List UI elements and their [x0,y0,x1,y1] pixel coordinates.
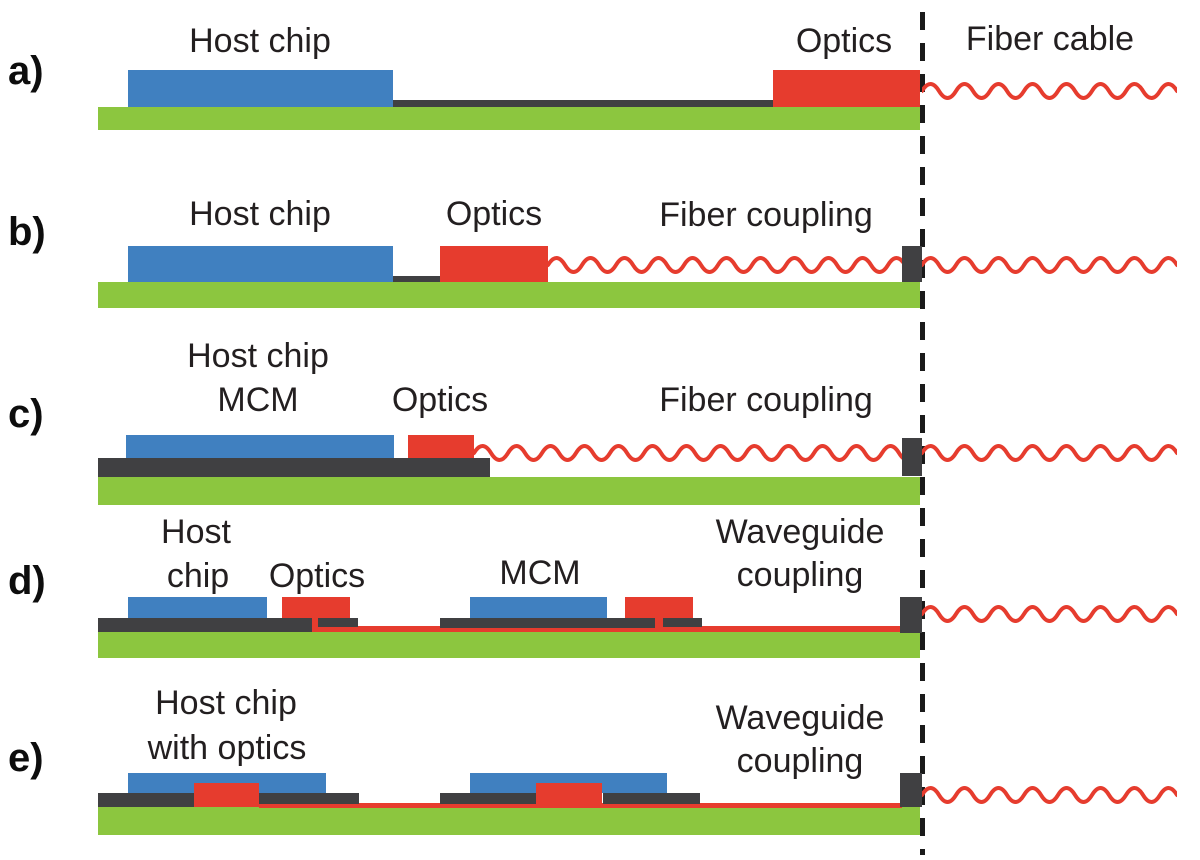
optics-rect-b [440,246,548,282]
fiber-connector-b [902,246,922,282]
row-letter-d: d) [8,559,46,603]
optics-rect-c [408,435,474,458]
board-e [98,807,920,835]
board-d [98,632,920,658]
fiber-cable-wave-e [922,786,1177,804]
row-letter-e: e) [8,736,44,780]
substrate-right1-e [440,793,536,804]
label-host-chip-e: Host chip [155,684,297,722]
label-coupling-d: coupling [736,556,864,594]
label-optics-d: Optics [268,557,366,595]
embedded-optics-rect2-e [536,783,602,807]
optics-rect2-d [625,597,693,618]
label-waveguide-e: Waveguide [715,699,885,737]
host-chip-rect-c [126,435,394,458]
waveguide-connector-e [900,773,922,807]
label-host-d: Host [161,513,231,551]
row-letter-b: b) [8,210,46,254]
label-coupling-e: coupling [736,742,864,780]
label-with-optics-e: with optics [147,729,307,767]
host-chip-rect-d [128,597,267,618]
label-optics-a: Optics [795,22,893,60]
substrate-left-d [98,618,312,632]
mcm-substrate-c [98,458,490,477]
label-fiber-coupling-c: Fiber coupling [659,381,873,419]
embedded-optics-rect1-e [194,783,259,807]
host-chip-rect-b [128,246,393,282]
mcm-substrate-d [440,618,655,628]
label-optics-b: Optics [445,195,543,233]
dashed-boundary-line [920,12,925,855]
label-host-chip-c: Host chip [187,337,329,375]
interconnect-strip-a [365,100,818,107]
substrate-stub2-d [663,618,702,627]
label-fiber-coupling-b: Fiber coupling [659,196,873,234]
fiber-cable-wave-c [922,444,1177,462]
label-fiber-cable-a: Fiber cable [965,20,1135,58]
board-b [98,282,920,308]
label-mcm-d: MCM [499,554,581,592]
waveguide-leg1-d [312,618,318,627]
waveguide-line-d [312,626,902,632]
optics-rect-a [773,70,920,107]
waveguide-leg2-d [655,618,663,627]
label-host-chip-b: Host chip [189,195,331,233]
interconnect-strip-b [365,276,470,282]
substrate-right2-e [603,793,700,804]
fiber-cable-wave-b [922,256,1177,274]
board-c [98,477,920,505]
host-chip-rect-a [128,70,393,107]
label-host-chip-a: Host chip [189,22,331,60]
mcm-chip-rect-d [470,597,607,618]
label-mcm-c: MCM [217,381,299,419]
fiber-cable-wave-a [922,82,1177,100]
fiber-connector-c [902,438,922,476]
label-chip-d: chip [166,557,230,595]
substrate-left2-e [259,793,359,804]
row-letter-c: c) [8,392,44,436]
fiber-cable-wave-d [922,605,1177,623]
label-waveguide-d: Waveguide [715,513,885,551]
board-a [98,107,920,130]
fiber-coupling-wave-c [474,444,916,462]
substrate-left1-e [98,793,194,807]
substrate-stub1-d [318,618,358,627]
label-optics-c: Optics [391,381,489,419]
optics-rect1-d [282,597,350,618]
waveguide-connector-d [900,597,922,633]
row-letter-a: a) [8,49,44,93]
fiber-coupling-wave-b [548,256,905,274]
